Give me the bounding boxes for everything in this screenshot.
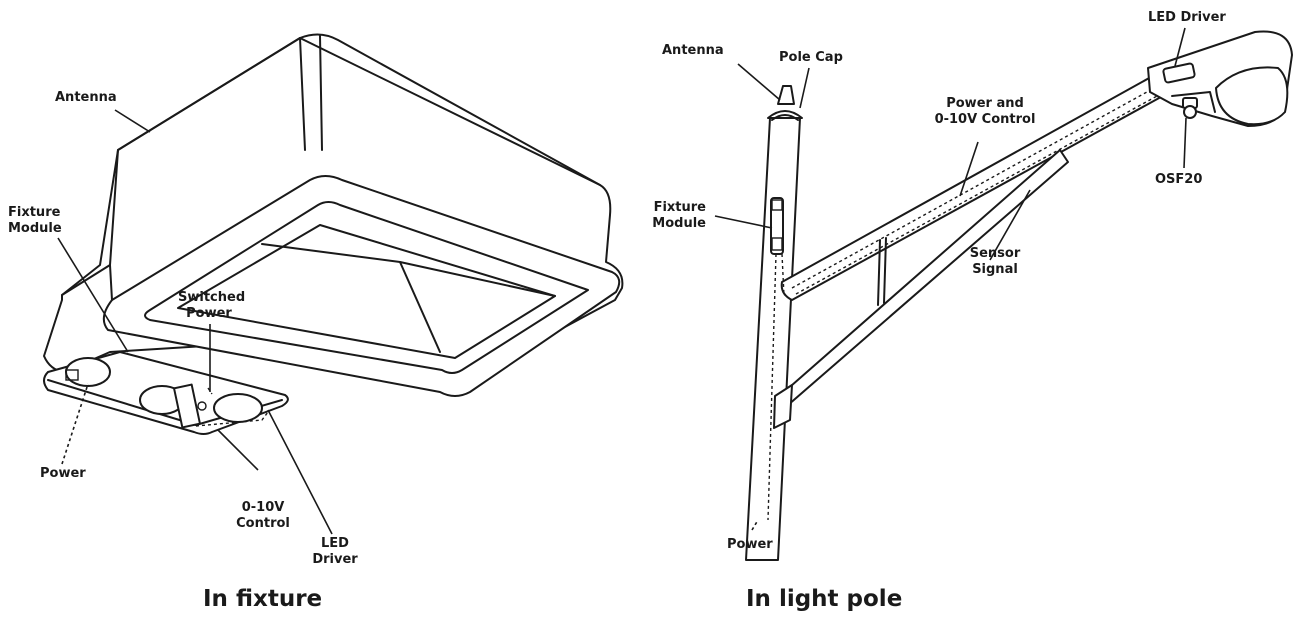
label-led-driver-pole: LED Driver xyxy=(1148,10,1226,25)
caption-in-light-pole: In light pole xyxy=(746,586,903,612)
label-fixture-module: Fixture Module xyxy=(8,205,62,236)
label-antenna-pole: Antenna xyxy=(662,43,724,58)
pole-fixture-module xyxy=(770,197,784,255)
label-fixture-module-pole: Fixture Module xyxy=(652,200,706,231)
fixture-illustration xyxy=(43,33,624,435)
fixture-leaders xyxy=(57,109,333,535)
caption-in-fixture: In fixture xyxy=(203,586,323,612)
antenna-part xyxy=(777,85,795,105)
label-power-and-control: Power and 0-10V Control xyxy=(934,96,1036,127)
label-0-10v-control: 0-10V Control xyxy=(236,500,290,531)
label-power-fixture: Power xyxy=(40,466,86,481)
label-sensor-signal: Sensor Signal xyxy=(969,246,1021,277)
label-switched-power: Switched Power xyxy=(178,290,246,321)
pole-leaders xyxy=(714,27,1187,531)
label-antenna-fixture: Antenna xyxy=(55,90,117,105)
label-power-pole: Power xyxy=(727,537,773,552)
label-pole-cap: Pole Cap xyxy=(779,50,843,65)
label-osf20: OSF20 xyxy=(1155,172,1203,187)
pole-illustration xyxy=(745,30,1293,561)
label-led-driver-fixture: LED Driver xyxy=(312,536,358,567)
